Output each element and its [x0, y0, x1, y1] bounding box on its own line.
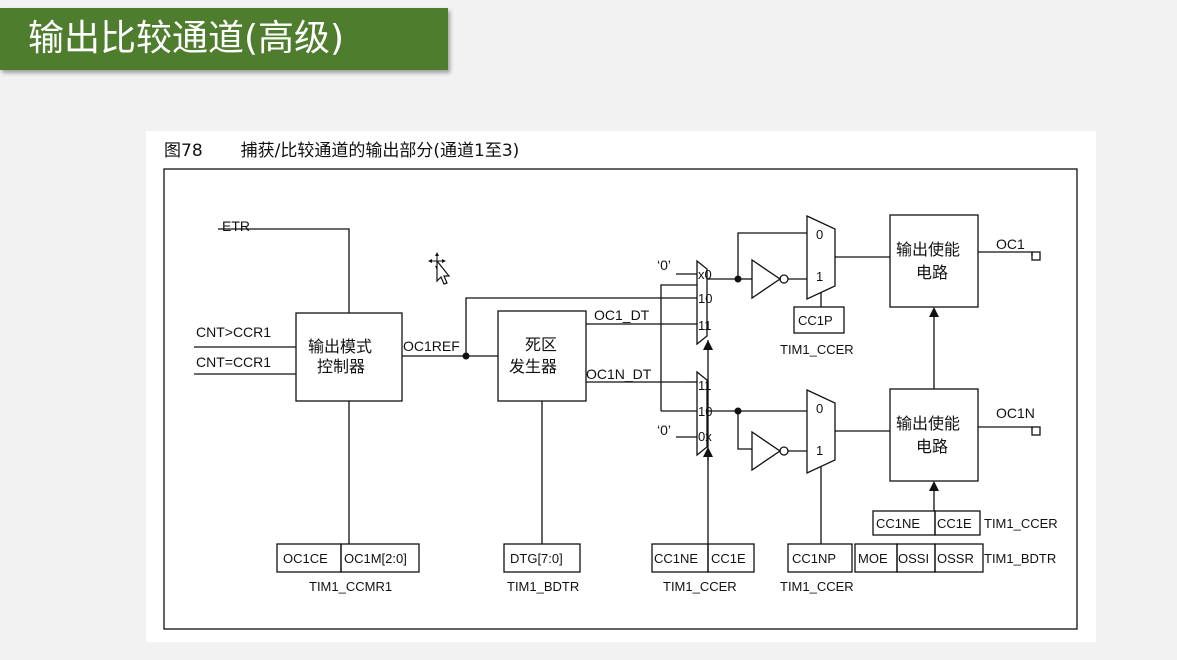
- oc1-pin: [1031, 251, 1041, 261]
- mux-bottom-10: 10: [698, 404, 712, 419]
- figure-caption-text: 捕获/比较通道的输出部分(通道1至3): [240, 141, 520, 161]
- reg-cc1p: CC1P: [798, 313, 833, 328]
- reg-cc1np: CC1NP: [792, 551, 836, 566]
- enable-top-label-1: 输出使能: [896, 241, 960, 259]
- reg-ccer-r: TIM1_CCER: [984, 516, 1058, 531]
- oc1n-dt-label: OC1N_DT: [586, 366, 652, 382]
- reg-ossi: OSSI: [898, 551, 929, 566]
- mode-controller-label-1: 输出模式: [308, 338, 372, 356]
- reg-dtg: DTG[7:0]: [510, 551, 563, 566]
- enable-bottom-label-2: 电路: [916, 438, 948, 456]
- oc1n-pin: [1031, 426, 1041, 436]
- figure-card: 图78 捕获/比较通道的输出部分(通道1至3): [146, 131, 1096, 642]
- zero-top-label: ‘0’: [657, 257, 671, 273]
- oc1-dt-label: OC1_DT: [594, 307, 650, 323]
- mode-controller-block: [295, 312, 403, 402]
- reg-oc1ce: OC1CE: [283, 551, 328, 566]
- slide-title: 输出比较通道(高级): [28, 18, 345, 59]
- reg-bdtr: TIM1_BDTR: [507, 579, 579, 594]
- figure-caption: 图78 捕获/比较通道的输出部分(通道1至3): [164, 136, 519, 161]
- oc1-label: OC1: [996, 236, 1025, 252]
- mux-top-11: 11: [698, 318, 712, 333]
- reg-bdtr-r: TIM1_BDTR: [984, 551, 1056, 566]
- diagram-frame: [163, 168, 1078, 630]
- etr-label: ETR: [222, 218, 250, 234]
- output-stage-diagram: 输出模式 控制器 死区 发生器 输出使能 电路 输出使能 电路 ETR CNT>…: [163, 168, 1078, 630]
- move-cursor-icon: [428, 252, 451, 285]
- reg-oc1m: OC1M[2:0]: [344, 551, 407, 566]
- reg-ccer2: TIM1_CCER: [780, 579, 854, 594]
- oc1ref-label: OC1REF: [403, 338, 460, 354]
- figure-number: 图78: [164, 141, 203, 161]
- pol-bottom-0: 0: [816, 401, 823, 416]
- reg-cc1ne: CC1NE: [654, 551, 698, 566]
- enable-top-label-2: 电路: [916, 264, 948, 282]
- mux-bottom-0x: 0x: [698, 429, 712, 444]
- pol-top-0: 0: [816, 227, 823, 242]
- cnt-eq-label: CNT=CCR1: [196, 354, 271, 370]
- pol-top-1: 1: [816, 269, 823, 284]
- cnt-gt-label: CNT>CCR1: [196, 324, 271, 340]
- reg-ossr: OSSR: [937, 551, 974, 566]
- enable-bottom-label-1: 输出使能: [896, 415, 960, 433]
- output-enable-bottom-block: [889, 388, 979, 482]
- deadtime-label-2: 发生器: [509, 358, 557, 376]
- reg-moe: MOE: [858, 551, 888, 566]
- reg-cc1ne-r: CC1NE: [876, 516, 920, 531]
- reg-ccer3: TIM1_CCER: [780, 342, 854, 357]
- mux-bottom: [696, 370, 708, 457]
- polarity-mux-top: [806, 214, 836, 301]
- polarity-mux-bottom: [806, 388, 836, 475]
- pol-bottom-1: 1: [816, 443, 823, 458]
- zero-bottom-label: ‘0’: [657, 422, 671, 438]
- inverter-top: [751, 258, 782, 300]
- deadtime-label-1: 死区: [525, 337, 557, 354]
- reg-cc1e: CC1E: [711, 551, 746, 566]
- mode-controller-label-2: 控制器: [317, 358, 365, 376]
- mux-top-10: 10: [698, 291, 712, 306]
- reg-ccmr1: TIM1_CCMR1: [309, 579, 392, 594]
- mux-bottom-11: 11: [698, 378, 712, 393]
- mux-top-x0: x0: [698, 267, 712, 282]
- deadtime-block: [497, 310, 587, 402]
- reg-ccer: TIM1_CCER: [663, 579, 737, 594]
- output-enable-top-block: [889, 214, 979, 308]
- title-banner: 输出比较通道(高级): [0, 8, 448, 70]
- mux-top: [696, 259, 708, 346]
- oc1n-label: OC1N: [996, 405, 1035, 421]
- inverter-bottom: [751, 430, 782, 472]
- reg-cc1e-r: CC1E: [937, 516, 972, 531]
